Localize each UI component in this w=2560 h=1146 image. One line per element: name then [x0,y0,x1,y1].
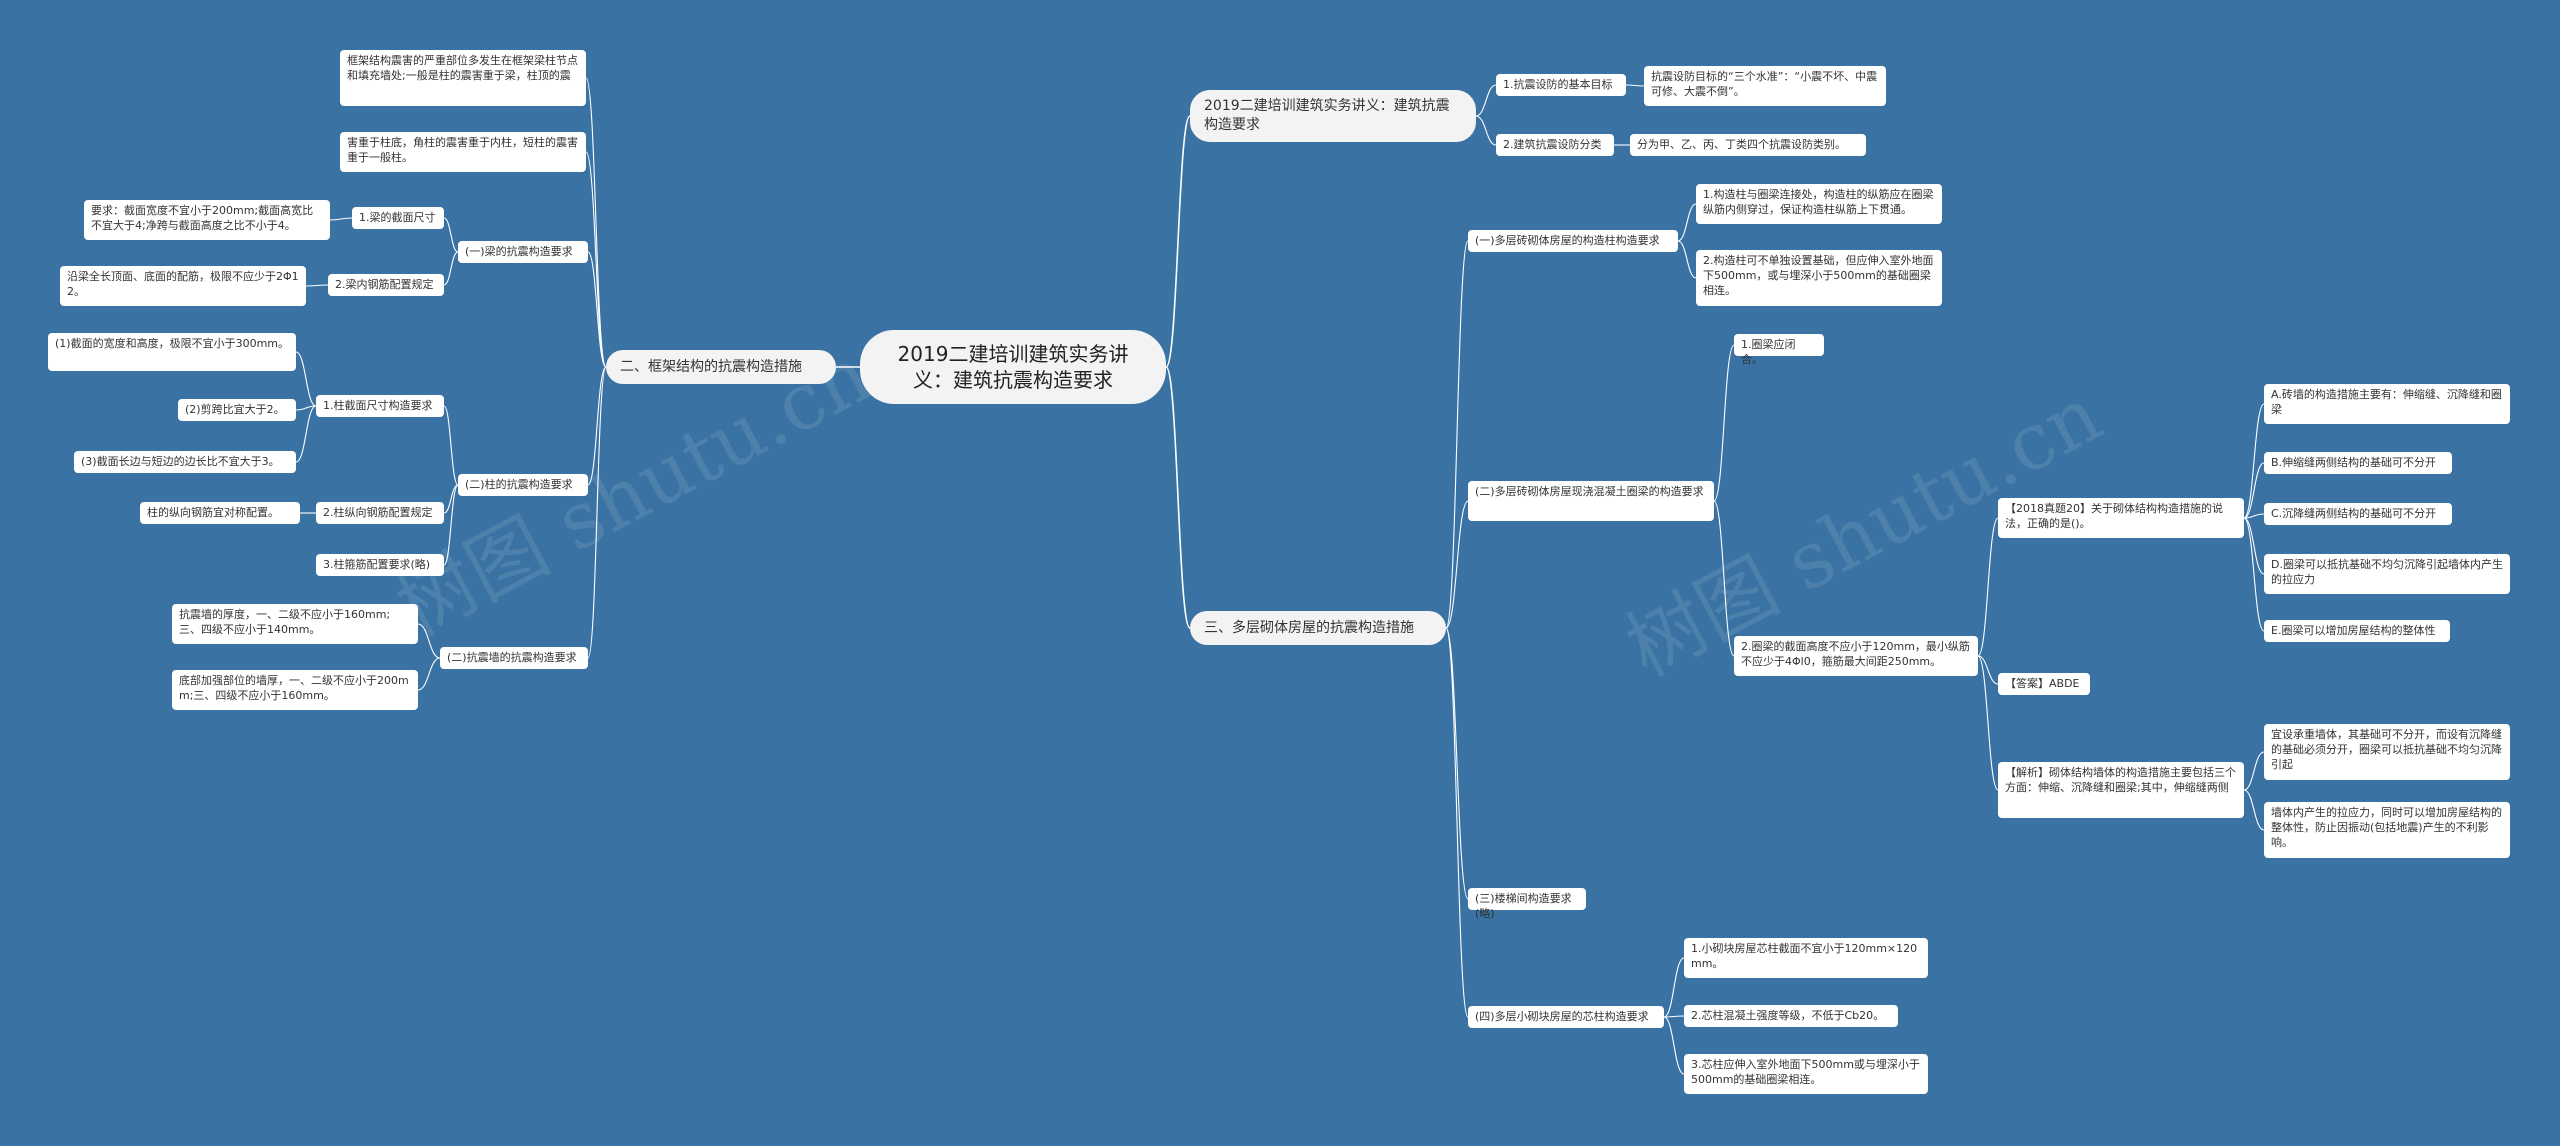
connector-line [1165,366,1191,629]
exam-analysis-detail-2[interactable]: 墙体内产生的拉应力，同时可以增加房屋结构的整体性，防止因振动(包括地震)产生的不… [2264,802,2510,858]
connector-line [1445,240,1469,629]
connector-line [1625,84,1645,87]
connector-line [587,251,607,368]
node-ring-beam[interactable]: (二)多层砖砌体房屋现浇混凝土圈梁的构造要求 [1468,481,1714,521]
connector-line [2243,403,2265,519]
node-beam-rebar[interactable]: 2.梁内钢筋配置规定 [328,274,444,296]
connector-line [2243,462,2265,519]
detail-column-rebar[interactable]: 柱的纵向钢筋宜对称配置。 [140,502,300,524]
connector-line [2243,513,2265,519]
node-column-section[interactable]: 1.柱截面尺寸构造要求 [316,395,444,417]
branch-frame-structure[interactable]: 二、框架结构的抗震构造措施 [606,350,836,384]
connector-line [443,217,459,253]
connector-line [1677,203,1697,242]
connector-line [1977,655,1999,685]
detail-core-column-section[interactable]: 1.小砌块房屋芯柱截面不宜小于120mm×120mm。 [1684,938,1928,978]
node-shear-wall-requirements[interactable]: (二)抗震墙的抗震构造要求 [440,647,588,669]
node-constructional-column[interactable]: (一)多层砖砌体房屋的构造柱构造要求 [1468,230,1678,252]
node-beam-requirements[interactable]: (一)梁的抗震构造要求 [458,241,588,263]
branch-seismic-intro[interactable]: 2019二建培训建筑实务讲义：建筑抗震构造要求 [1190,90,1476,142]
exam-option-e[interactable]: E.圈梁可以增加房屋结构的整体性 [2264,620,2450,642]
node-column-requirements[interactable]: (二)柱的抗震构造要求 [458,474,588,496]
connector-line [1445,627,1469,1018]
node-seismic-category[interactable]: 2.建筑抗震设防分类 [1496,134,1614,156]
connector-line [1663,1016,1685,1075]
detail-beam-rebar[interactable]: 沿梁全长顶面、底面的配筋，极限不应少于2Φ12。 [60,266,306,306]
detail-beam-section[interactable]: 要求：截面宽度不宜小于200mm;截面高宽比不宜大于4;净跨与截面高度之比不小于… [84,200,330,240]
node-ring-beam-section[interactable]: 2.圈梁的截面高度不应小于120mm，最小纵筋不应少于4Φl0，箍筋最大间距25… [1734,636,1978,676]
note-frame-damage-1[interactable]: 框架结构震害的严重部位多发生在框架梁柱节点和填充墙处;一般是柱的震害重于梁，柱顶… [340,50,586,106]
connector-line [1663,1015,1685,1018]
connector-line [2243,751,2265,791]
exam-option-d[interactable]: D.圈梁可以抵抗基础不均匀沉降引起墙体内产生的拉应力 [2264,554,2510,594]
connector-line [1445,627,1469,900]
exam-answer[interactable]: 【答案】ABDE [1998,673,2090,695]
central-topic[interactable]: 2019二建培训建筑实务讲义：建筑抗震构造要求 [860,330,1166,404]
exam-option-c[interactable]: C.沉降缝两侧结构的基础可不分开 [2264,503,2452,525]
detail-shear-span[interactable]: (2)剪跨比宜大于2。 [178,399,296,421]
exam-analysis[interactable]: 【解析】砌体结构墙体的构造措施主要包括三个方面：伸缩、沉降缝和圈梁;其中，伸缩缝… [1998,762,2244,818]
detail-wall-reinforced-zone[interactable]: 底部加强部位的墙厚，一、二级不应小于200mm;三、四级不应小于160mm。 [172,670,418,710]
connector-line [2243,517,2265,632]
detail-core-column-concrete[interactable]: 2.芯柱混凝土强度等级，不低于Cb20。 [1684,1005,1898,1027]
node-column-stirrup[interactable]: 3.柱箍筋配置要求(略) [316,554,444,576]
connector-line [2243,789,2265,831]
connector-line [295,351,317,407]
connector-line [1713,344,1735,502]
detail-seismic-category[interactable]: 分为甲、乙、丙、丁类四个抗震设防类别。 [1630,134,1866,156]
note-frame-damage-2[interactable]: 害重于柱底，角柱的震害重于内柱，短柱的震害重于一般柱。 [340,132,586,172]
connector-line [295,405,317,411]
connector-line [1663,957,1685,1018]
detail-column-foundation[interactable]: 2.构造柱可不单独设置基础，但应伸入室外地面下500mm，或与埋深小于500mm… [1696,250,1942,306]
node-beam-section[interactable]: 1.梁的截面尺寸 [352,207,444,229]
connector-line [443,405,459,486]
branch-masonry-structure[interactable]: 三、多层砌体房屋的抗震构造措施 [1190,611,1446,645]
exam-option-a[interactable]: A.砖墙的构造措施主要有：伸缩缝、沉降缝和圈梁 [2264,384,2510,424]
connector-line [585,151,607,368]
connector-line [1165,115,1191,368]
connector-line [443,251,459,286]
exam-analysis-detail-1[interactable]: 宜设承重墙体，其基础可不分开，而设有沉降缝的基础必须分开，圈梁可以抵抗基础不均匀… [2264,724,2510,780]
connector-line [305,284,329,287]
detail-column-width[interactable]: (1)截面的宽度和高度，极限不宜小于300mm。 [48,333,296,371]
detail-seismic-goal[interactable]: 抗震设防目标的“三个水准”：“小震不坏、中震可修、大震不倒”。 [1644,66,1886,106]
connector-line [1677,240,1697,279]
node-column-rebar[interactable]: 2.柱纵向钢筋配置规定 [316,502,444,524]
node-core-column[interactable]: (四)多层小砌块房屋的芯柱构造要求 [1468,1006,1664,1028]
connector-line [329,217,353,221]
connector-line [443,484,459,514]
node-seismic-goal[interactable]: 1.抗震设防的基本目标 [1496,74,1626,96]
connector-line [585,77,607,368]
connector-line [417,657,441,691]
detail-column-ring-beam-joint[interactable]: 1.构造柱与圈梁连接处，构造柱的纵筋应在圈梁纵筋内侧穿过，保证构造柱纵筋上下贯通… [1696,184,1942,224]
node-staircase[interactable]: (三)楼梯间构造要求(略) [1468,888,1586,920]
exam-option-b[interactable]: B.伸缩缝两侧结构的基础可不分开 [2264,452,2452,474]
connector-line [1445,500,1469,629]
connector-line [1977,517,1999,657]
detail-core-column-depth[interactable]: 3.芯柱应伸入室外地面下500mm或与埋深小于500mm的基础圈梁相连。 [1684,1054,1928,1094]
node-ring-beam-closed[interactable]: 1.圈梁应闭合。 [1734,334,1824,366]
detail-wall-thickness[interactable]: 抗震墙的厚度，一、二级不应小于160mm;三、四级不应小于140mm。 [172,604,418,644]
connector-line [1475,84,1497,117]
detail-aspect-ratio[interactable]: (3)截面长边与短边的边长比不宜大于3。 [74,451,296,473]
exam-question[interactable]: 【2018真题20】关于砌体结构构造措施的说法，正确的是()。 [1998,498,2244,538]
connector-line [1977,655,1999,791]
connector-line [1475,115,1497,146]
connector-line [295,405,317,463]
connector-line [2243,517,2265,575]
